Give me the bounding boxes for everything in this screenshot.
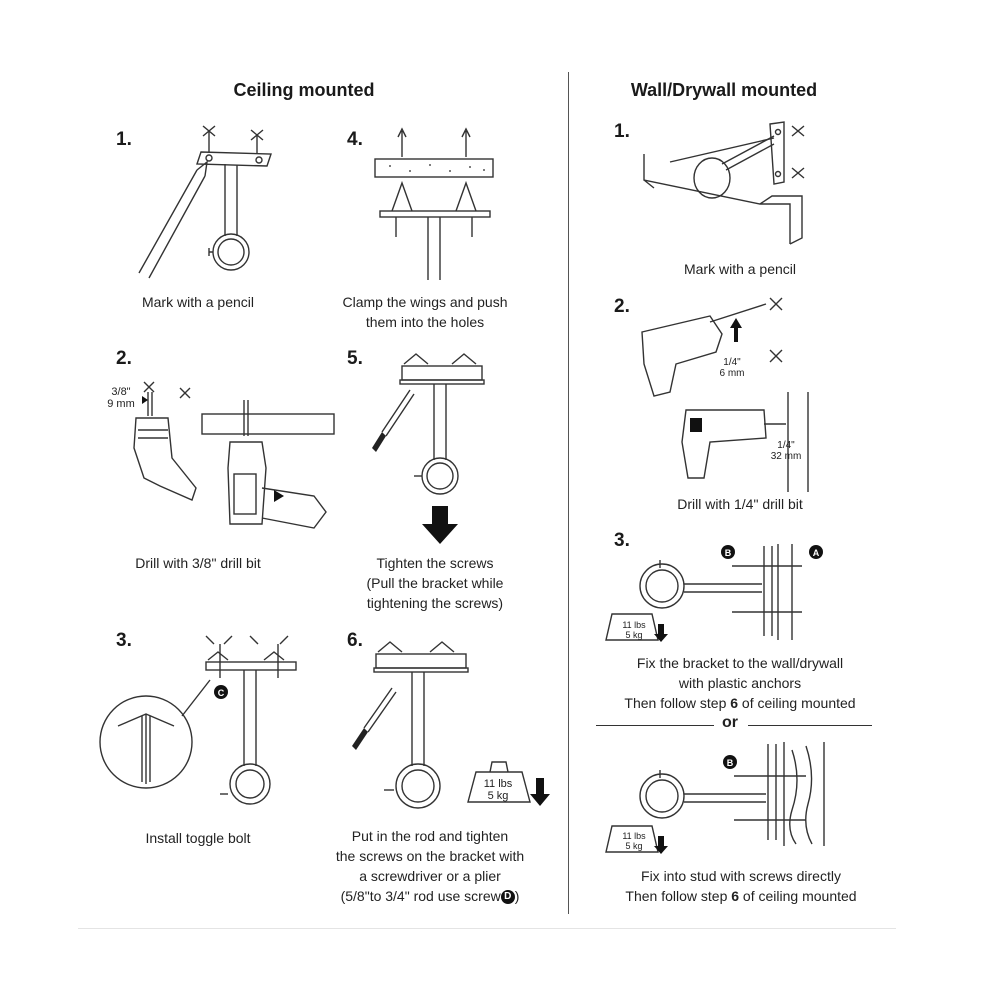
wall-alt-caption-line2: Then follow step 6 of ceiling mounted: [596, 886, 886, 906]
wall-alt-caption-line1: Fix into stud with screws directly: [641, 868, 841, 884]
ceiling-step1-caption: Mark with a pencil: [141, 294, 255, 310]
wall-alt-weight-lbs: 11 lbs: [622, 831, 646, 841]
wall-step3-caption-line3-pre: Then follow step: [624, 695, 731, 711]
ceiling-step5-illustration: [372, 353, 485, 544]
bottom-rule: [78, 928, 896, 929]
wall-step2-size2: 1/4" 32 mm: [766, 440, 806, 462]
ceiling-step6-caption-line3: a screwdriver or a plier: [359, 868, 501, 884]
ceiling-step4-number: 4.: [347, 129, 363, 150]
ceiling-step6-weight-kg: 5 kg: [487, 790, 509, 802]
or-label: or: [722, 714, 738, 731]
wall-step3-caption-line3-post: of ceiling mounted: [738, 695, 856, 711]
ceiling-step5-caption-line1: Tighten the screws: [376, 555, 494, 571]
wall-step3-caption-line1: Fix the bracket to the wall/drywall: [636, 655, 844, 671]
wall-step2-size2-mm: 32 mm: [770, 451, 802, 462]
wall-step3-weight-lbs: 11 lbs: [622, 620, 646, 630]
or-line-left: [596, 725, 714, 726]
wall-step3-caption-line2: with plastic anchors: [678, 675, 802, 691]
wall-step2-size1: 1/4" 6 mm: [710, 357, 754, 379]
wall-step3-badge-a: A: [813, 548, 820, 558]
ceiling-step6-caption-line4: (5/8"to 3/4" rod use screw: [340, 888, 501, 904]
wall-alt-caption-line2-pre: Then follow step: [625, 888, 732, 904]
ceiling-step6-weight: 11 lbs 5 kg: [470, 778, 526, 802]
ceiling-section-title: Ceiling mounted: [233, 80, 375, 100]
ceiling-step6-caption: Put in the rod and tighten the screws on…: [320, 826, 540, 906]
wall-step2-size2-in: 1/4": [777, 440, 795, 451]
ceiling-step5-caption-line3: tightening the screws): [366, 595, 504, 611]
section-divider: [568, 72, 569, 914]
ceiling-step4-caption-line1: Clamp the wings and push: [342, 294, 508, 310]
ceiling-step2-number: 2.: [116, 348, 132, 369]
wall-step3-caption-line3: Then follow step 6 of ceiling mounted: [600, 693, 880, 713]
ceiling-step3-number: 3.: [116, 630, 132, 651]
wall-step3-weight: 11 lbs 5 kg: [608, 620, 660, 640]
wall-alt-weight-kg: 5 kg: [625, 841, 643, 851]
wall-section-title: Wall/Drywall mounted: [630, 80, 818, 100]
ceiling-step6-badge: D: [500, 890, 515, 905]
wall-step2-number: 2.: [614, 296, 630, 317]
wall-step2-size1-in: 1/4": [723, 357, 741, 368]
ceiling-step2-illustration: [133, 381, 335, 529]
ceiling-step2-size-mm: 9 mm: [107, 398, 135, 410]
ceiling-step5-caption: Tighten the screws (Pull the bracket whi…: [330, 553, 540, 613]
wall-step2-size1-mm: 6 mm: [719, 368, 745, 379]
wall-step3-badge-b: B: [725, 548, 732, 558]
ceiling-step2-size-in: 3/8": [111, 386, 131, 398]
ceiling-step3-illustration: C: [99, 635, 297, 805]
wall-alt-illustration: B: [605, 742, 825, 854]
wall-step1-number: 1.: [614, 121, 630, 142]
wall-step3-weight-kg: 5 kg: [625, 630, 643, 640]
wall-step2-caption: Drill with 1/4" drill bit: [677, 496, 803, 512]
ceiling-step5-caption-line2: (Pull the bracket while: [366, 575, 504, 591]
wall-alt-caption-line2-post: of ceiling mounted: [739, 888, 857, 904]
wall-step2-illustration: [641, 297, 809, 492]
ceiling-step4-caption: Clamp the wings and push them into the h…: [320, 292, 530, 332]
wall-step3-illustration: B A: [605, 544, 823, 642]
ceiling-step1-illustration: [138, 125, 272, 279]
wall-alt-caption: Fix into stud with screws directly Then …: [596, 866, 886, 906]
ceiling-step6-illustration: [352, 641, 550, 809]
wall-step3-caption: Fix the bracket to the wall/drywall with…: [600, 653, 880, 713]
ceiling-step6-number: 6.: [347, 630, 363, 651]
ceiling-step4-caption-line2: them into the holes: [365, 314, 485, 330]
ceiling-step6-caption-close: ): [514, 888, 520, 904]
ceiling-step6-caption-line1: Put in the rod and tighten: [351, 828, 509, 844]
ceiling-step6-caption-line2: the screws on the bracket with: [335, 848, 525, 864]
wall-step1-illustration: [643, 121, 805, 245]
ceiling-step3-badge: C: [218, 688, 225, 698]
or-line-right: [748, 725, 872, 726]
ceiling-step6-weight-lbs: 11 lbs: [483, 778, 513, 790]
wall-step3-caption-line3-bold: 6: [730, 695, 739, 711]
ceiling-step2-caption: Drill with 3/8" drill bit: [135, 555, 261, 571]
ceiling-step4-illustration: [374, 127, 494, 280]
wall-alt-weight: 11 lbs 5 kg: [608, 831, 660, 851]
ceiling-step1-number: 1.: [116, 129, 132, 150]
ceiling-step2-size-label: 3/8" 9 mm: [102, 386, 140, 410]
wall-alt-caption-line2-bold: 6: [731, 888, 740, 904]
wall-step1-caption: Mark with a pencil: [683, 261, 797, 277]
wall-step3-number: 3.: [614, 530, 630, 551]
ceiling-step5-number: 5.: [347, 348, 363, 369]
ceiling-step3-caption: Install toggle bolt: [145, 830, 251, 846]
wall-alt-badge-b: B: [727, 758, 734, 768]
